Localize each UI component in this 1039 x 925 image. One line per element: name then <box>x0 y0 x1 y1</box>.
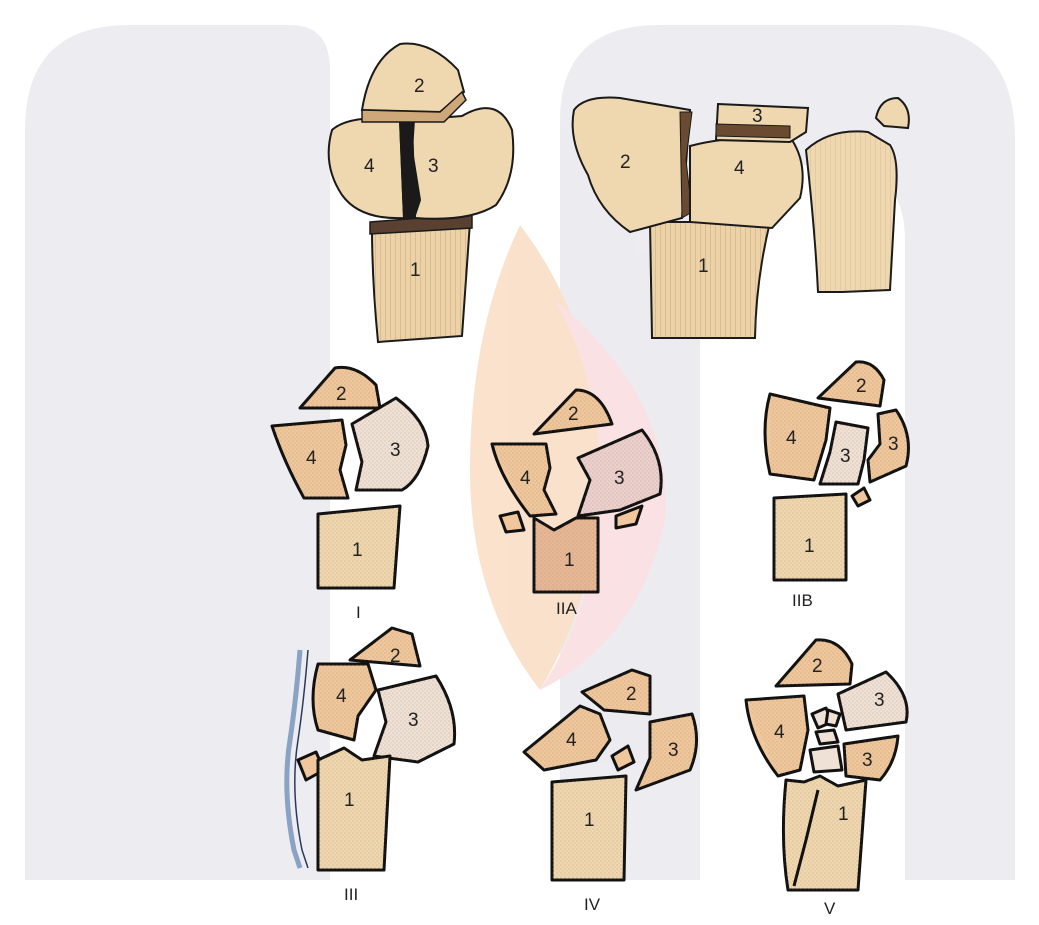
small-fragment-b <box>826 710 840 726</box>
small-fragment-c <box>816 730 838 744</box>
shaft-1-hatch <box>650 222 770 338</box>
shaft-1-hatch <box>372 222 470 342</box>
fragment-4 <box>690 138 803 228</box>
label-2: 2 <box>390 646 401 667</box>
label-1: 1 <box>838 804 849 825</box>
label-1: 1 <box>698 256 709 277</box>
label-4: 4 <box>336 686 347 707</box>
label-2: 2 <box>856 376 867 397</box>
label-3: 3 <box>390 440 401 461</box>
label-4: 4 <box>306 448 317 469</box>
top-left-bone-view: 2 4 3 1 <box>329 44 514 342</box>
label-2: 2 <box>626 684 637 705</box>
label-1: 1 <box>352 540 363 561</box>
fragment-2 <box>362 44 464 112</box>
caption-IV: IV <box>584 895 601 914</box>
label-3: 3 <box>752 106 763 127</box>
label-1: 1 <box>564 550 575 571</box>
label-4: 4 <box>786 428 797 449</box>
label-2: 2 <box>812 656 823 677</box>
caption-III: III <box>344 885 358 904</box>
label-4: 4 <box>364 156 375 177</box>
label-3: 3 <box>862 750 873 771</box>
label-3: 3 <box>888 434 899 455</box>
label-4: 4 <box>734 158 745 179</box>
label-2: 2 <box>620 152 631 173</box>
label-3: 3 <box>428 156 439 177</box>
small-fragment-d <box>810 746 842 772</box>
label-2: 2 <box>568 404 579 425</box>
caption-IIB: IIB <box>792 591 813 610</box>
label-4: 4 <box>520 468 531 489</box>
label-1: 1 <box>584 810 595 831</box>
small-fragment-left <box>500 512 524 532</box>
label-2: 2 <box>336 384 347 405</box>
label-3: 3 <box>668 740 679 761</box>
label-1: 1 <box>410 260 421 281</box>
label-1: 1 <box>804 536 815 557</box>
label-3: 3 <box>614 468 625 489</box>
label-4: 4 <box>774 722 785 743</box>
label-2: 2 <box>414 76 425 97</box>
label-3: 3 <box>874 690 885 711</box>
caption-IIA: IIA <box>556 599 577 618</box>
label-4: 4 <box>566 730 577 751</box>
caption-V: V <box>824 899 836 918</box>
ulna-hatch <box>806 131 897 292</box>
label-3: 3 <box>840 446 851 467</box>
panel-V: 2 4 3 3 1 V <box>746 640 907 918</box>
label-1: 1 <box>344 790 355 811</box>
small-fragment <box>852 488 870 506</box>
label-3: 3 <box>408 710 419 731</box>
panel-IIB: 2 4 3 3 1 IIB <box>765 362 908 610</box>
caption-I: I <box>356 603 361 622</box>
